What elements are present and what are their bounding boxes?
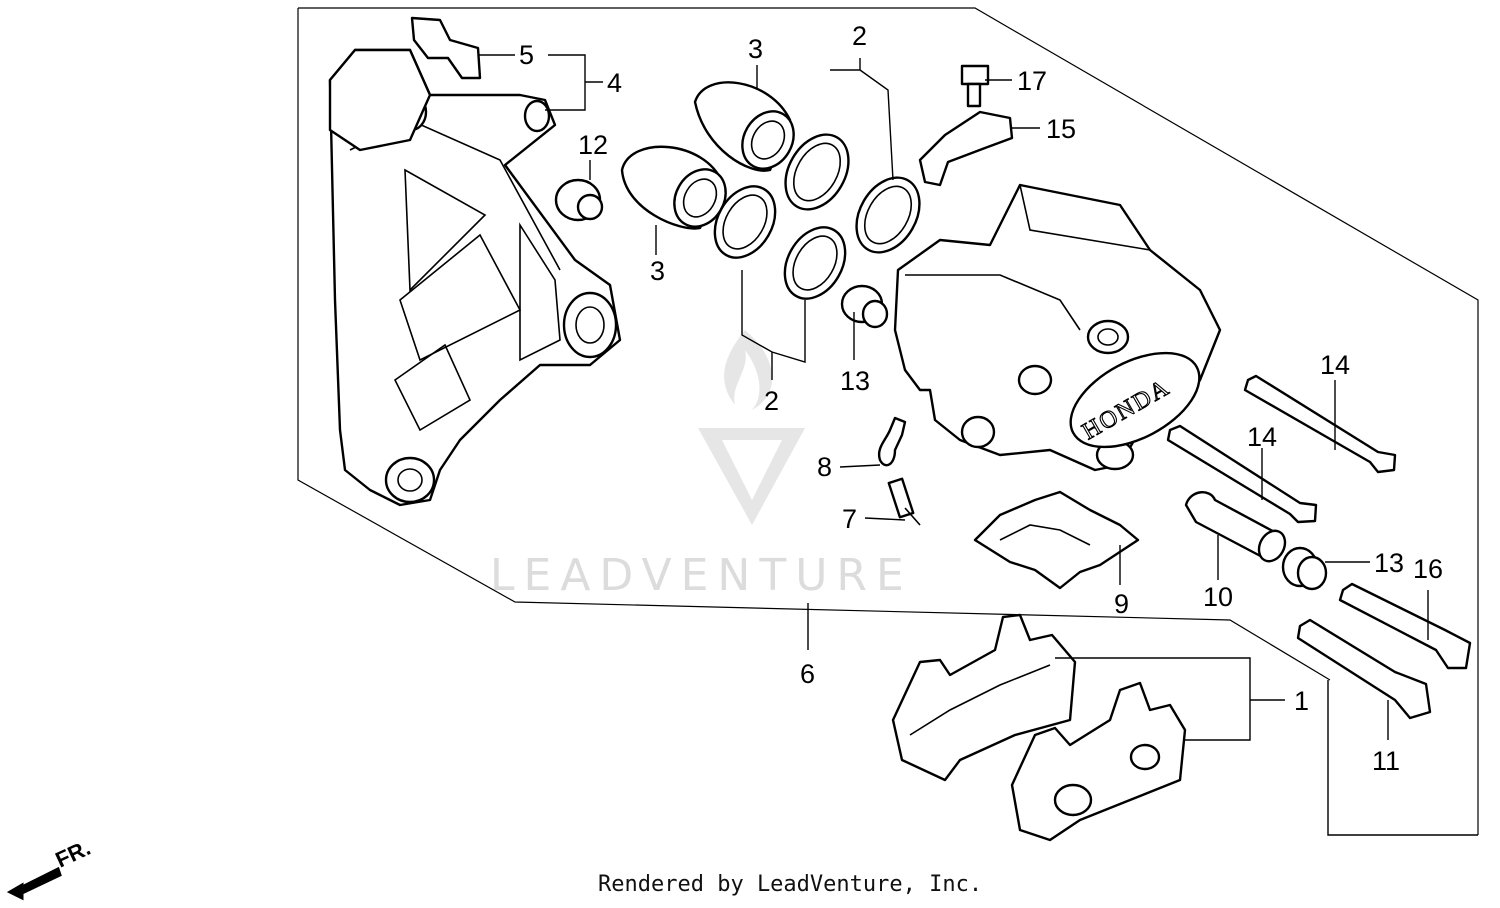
label-part-11: 11 bbox=[1372, 746, 1400, 776]
boot-12 bbox=[554, 178, 604, 222]
label-part-3-lower: 3 bbox=[650, 256, 665, 286]
label-part-9: 9 bbox=[1114, 589, 1129, 619]
boot-13-lower bbox=[1281, 546, 1328, 591]
bolt-11 bbox=[1296, 618, 1432, 720]
brake-pad-front bbox=[891, 613, 1077, 782]
label-part-15: 15 bbox=[1046, 114, 1076, 144]
label-part-5: 5 bbox=[519, 40, 534, 70]
label-part-7: 7 bbox=[842, 504, 857, 534]
bleeder-valve bbox=[887, 477, 921, 526]
pad-retainer-clip bbox=[410, 16, 482, 80]
render-credit: Rendered by LeadVenture, Inc. bbox=[598, 872, 983, 897]
piston-upper bbox=[693, 81, 795, 172]
bolt-16 bbox=[1338, 582, 1472, 670]
brake-pad-rear bbox=[1010, 681, 1187, 842]
caliper-assembly-outline bbox=[298, 7, 1479, 835]
label-part-2-upper: 2 bbox=[852, 21, 867, 51]
part-labels: 1 2 2 3 3 4 5 6 7 8 9 10 11 12 13 13 14 … bbox=[519, 21, 1443, 776]
label-part-3-upper: 3 bbox=[748, 34, 763, 64]
caliper-bracket bbox=[328, 48, 622, 507]
caliper-body: HONDA bbox=[893, 183, 1222, 472]
bracket-plate-15 bbox=[918, 110, 1014, 187]
boot-13-upper bbox=[840, 284, 889, 329]
label-part-14-lower: 14 bbox=[1247, 422, 1277, 452]
label-part-1: 1 bbox=[1294, 686, 1309, 716]
bleeder-cap bbox=[877, 416, 907, 467]
caliper-assembly-outline-left bbox=[297, 8, 1331, 681]
label-part-13-lower: 13 bbox=[1374, 548, 1404, 578]
front-direction-label: FR. bbox=[52, 835, 95, 873]
piston-seals bbox=[713, 133, 921, 300]
label-part-8: 8 bbox=[817, 452, 832, 482]
pin-14-lower bbox=[1166, 424, 1318, 524]
label-part-4: 4 bbox=[607, 68, 622, 98]
label-part-16: 16 bbox=[1413, 554, 1443, 584]
front-direction-arrow: FR. bbox=[6, 835, 95, 901]
watermark-text: LEADVENTURE bbox=[490, 550, 913, 601]
label-part-14-upper: 14 bbox=[1320, 350, 1350, 380]
label-part-12: 12 bbox=[578, 130, 608, 160]
pin-14-upper bbox=[1243, 374, 1397, 474]
watermark: LEADVENTURE bbox=[490, 330, 913, 601]
bolt-17 bbox=[960, 64, 990, 108]
label-part-10: 10 bbox=[1203, 582, 1233, 612]
pad-spring bbox=[973, 490, 1140, 590]
label-part-13-upper: 13 bbox=[840, 366, 870, 396]
label-part-6: 6 bbox=[800, 659, 815, 689]
label-part-17: 17 bbox=[1017, 66, 1047, 96]
label-part-2-lower: 2 bbox=[764, 386, 779, 416]
leader-lines bbox=[478, 54, 1478, 836]
sleeve bbox=[1184, 491, 1287, 563]
